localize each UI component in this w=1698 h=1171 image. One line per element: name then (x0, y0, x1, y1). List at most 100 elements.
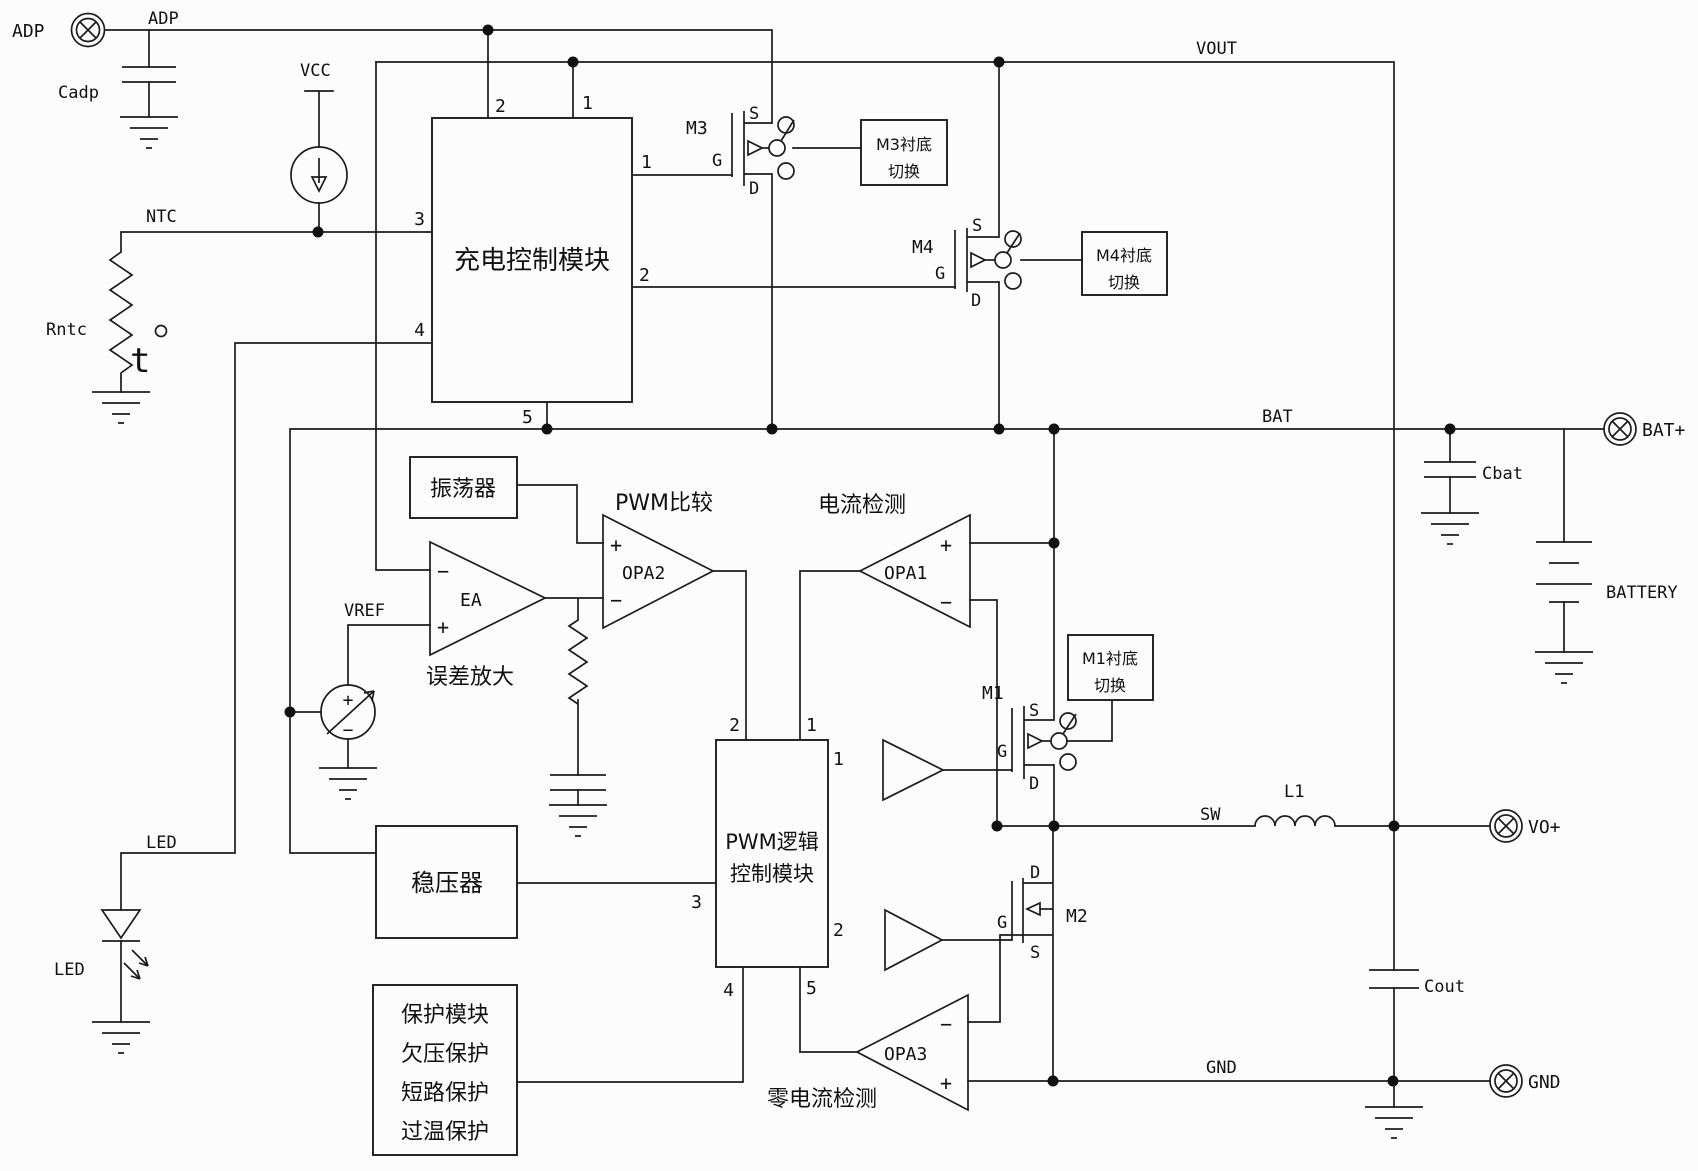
pwm-pin-5: 5 (806, 978, 817, 999)
net-sw-label: SW (1200, 805, 1221, 825)
capacitor-cadp (122, 66, 176, 83)
zero-current-detect-label: 零电流检测 (767, 1087, 877, 1112)
terminal-bat-plus-label: BAT+ (1642, 420, 1686, 441)
module-charge-control: 充电控制模块 (431, 117, 633, 403)
wire-vout-sense (375, 61, 431, 571)
m2-pin-g: G (997, 913, 1007, 933)
net-ntc-label: NTC (146, 207, 177, 227)
wire-opa1-inputs (969, 542, 1055, 827)
terminal-adp (70, 12, 106, 48)
m4-pin-g: G (935, 264, 945, 284)
opa3-minus: − (940, 1012, 952, 1036)
charge-pin-3: 3 (414, 209, 425, 230)
wire-charge-pins-right (631, 174, 956, 288)
ea-minus: − (437, 559, 449, 583)
gate-driver-2 (884, 908, 944, 972)
m4-label: M4 (912, 237, 934, 258)
protection-label-3: 短路保护 (401, 1081, 489, 1106)
led-label: LED (54, 960, 85, 980)
wire-driver-outs (941, 769, 1013, 941)
vref-minus-sign: − (343, 720, 354, 741)
charge-pin-1-right: 1 (641, 152, 652, 173)
capacitor-comp (550, 774, 606, 791)
charge-pin-2: 2 (495, 96, 506, 117)
ground-symbols (92, 116, 1593, 1139)
terminal-vo-plus-label: VO+ (1528, 817, 1561, 838)
inductor-l1 (1254, 815, 1336, 827)
m3-substrate-label-2: 切换 (888, 162, 920, 181)
mosfet-m2: M2 D G S (997, 863, 1088, 963)
pin-number-labels: 3 4 2 1 1 2 5 2 1 1 2 3 4 5 (414, 93, 844, 1001)
labels: ADP ADP Cadp VCC NTC Rntc VOUT BAT BAT+ … (12, 9, 1686, 1112)
junction-dots (284, 24, 1456, 1087)
module-oscillator: 振荡器 (409, 456, 518, 519)
m3-pin-s: S (749, 104, 759, 124)
opa2-label: OPA2 (622, 563, 665, 584)
thermistor-t: t (130, 341, 150, 381)
charge-pin-1: 1 (582, 93, 593, 114)
mosfet-m1: M1 S G D (982, 683, 1077, 794)
cadp-label: Cadp (58, 83, 99, 103)
net-bat-label: BAT (1262, 407, 1293, 427)
terminal-adp-label: ADP (12, 21, 45, 42)
wire-ea-out (544, 597, 604, 806)
module-regulator: 稳压器 (375, 825, 518, 939)
m3-pin-g: G (712, 151, 722, 171)
module-pwm-logic: PWM逻辑 控制模块 (715, 739, 829, 968)
net-gnd-label: GND (1206, 1058, 1237, 1078)
capacitor-cbat (1424, 461, 1476, 478)
pwm-compare-label: PWM比较 (615, 491, 713, 516)
oscillator-label: 振荡器 (430, 477, 496, 502)
ea-plus: + (437, 615, 449, 639)
pwm-pin-1-top: 1 (806, 715, 817, 736)
wire-opa1-out (799, 570, 861, 741)
m1-substrate-label-1: M1衬底 (1082, 649, 1138, 668)
module-protection: 保护模块 欠压保护 短路保护 过温保护 (372, 984, 518, 1156)
net-vcc-label: VCC (300, 61, 331, 81)
wire-osc-to-opa2 (516, 484, 604, 544)
m1-pin-d: D (1029, 774, 1039, 794)
wire-charge-pins-top (487, 29, 574, 119)
module-m3-substrate: M3衬底 切换 (860, 119, 948, 186)
charge-control-label: 充电控制模块 (454, 246, 610, 276)
m2-pin-d: D (1030, 863, 1040, 883)
pwm-pin-2-top: 2 (729, 715, 740, 736)
charge-pin-5: 5 (522, 407, 533, 428)
wire-ntc (120, 90, 433, 393)
wire-opa3-minus (967, 934, 1024, 1023)
wire-sub-boxes (792, 147, 1113, 742)
opamp-opa3: − + OPA3 (855, 993, 969, 1112)
m3-substrate-label-1: M3衬底 (876, 135, 932, 154)
wire-ea-inputs (347, 624, 431, 769)
led-diode (100, 909, 149, 980)
battery-label: BATTERY (1606, 583, 1678, 603)
m3-label: M3 (686, 118, 708, 139)
terminal-bat-plus (1603, 412, 1637, 446)
m1-substrate-label-2: 切换 (1094, 676, 1126, 695)
terminal-gnd (1489, 1064, 1523, 1098)
net-vout-label: VOUT (1196, 39, 1237, 59)
regulator-label: 稳压器 (411, 869, 483, 897)
m1-pin-s: S (1029, 701, 1039, 721)
m2-pin-s: S (1030, 943, 1040, 963)
mosfet-m3: M3 S G D (686, 104, 795, 199)
pwm-pin-2-right: 2 (833, 920, 844, 941)
opa1-minus: − (940, 590, 952, 614)
wire-pin5-opa3 (799, 966, 858, 1053)
rntc-label: Rntc (46, 320, 87, 340)
m4-pin-d: D (971, 291, 981, 311)
pwm-pin-1-right: 1 (833, 749, 844, 770)
resistor-rntc (108, 251, 134, 378)
pwm-logic-label-1: PWM逻辑 (725, 830, 819, 854)
mosfet-m4: M4 S G D (912, 216, 1022, 311)
current-detect-label: 电流检测 (818, 493, 906, 518)
m4-substrate-label-2: 切换 (1108, 273, 1140, 292)
vref-source: + − (320, 684, 376, 741)
cbat-label: Cbat (1482, 464, 1523, 484)
pwm-pin-4: 4 (723, 980, 734, 1001)
m2-label: M2 (1066, 906, 1088, 927)
wire-cbat-battery (1449, 428, 1565, 653)
wire-vout-rail (375, 61, 1395, 1108)
